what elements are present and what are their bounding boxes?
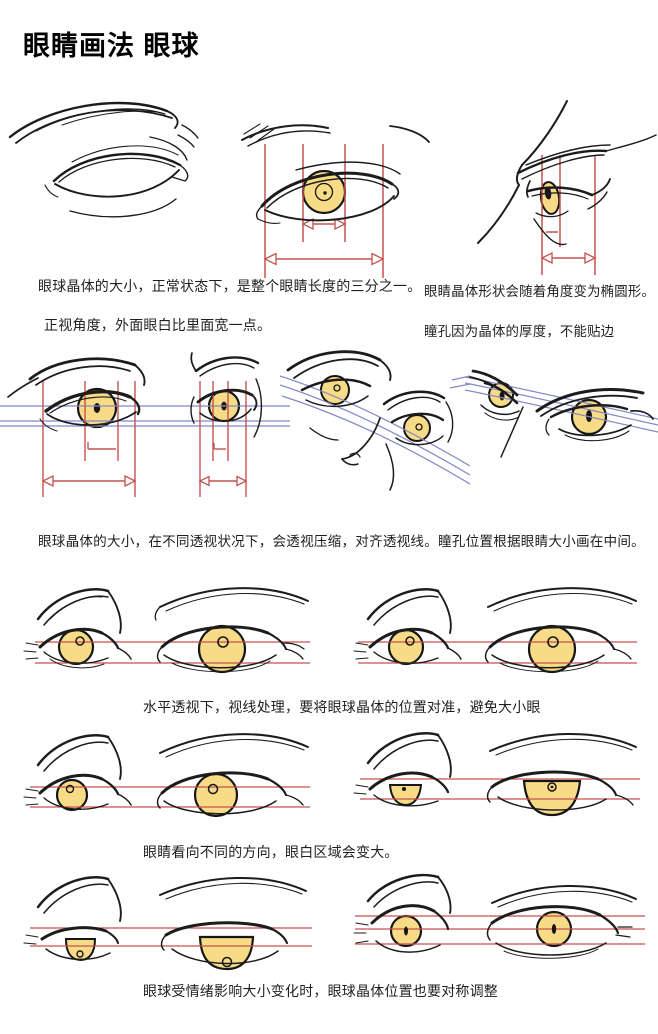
eyeline-guides-red	[355, 915, 645, 945]
figure-eye-outline-sketch	[8, 101, 199, 218]
figure-wide-open-pair	[353, 873, 645, 959]
caption-gaze-direction: 眼睛看向不同的方向，眼白区域会变大。	[143, 844, 399, 860]
pupils	[76, 950, 233, 968]
pupils	[405, 636, 559, 648]
perspective-lines-blue	[0, 405, 290, 427]
caption-pupil-edge: 瞳孔因为晶体的厚度，不能贴边	[424, 324, 615, 339]
eyes-and-nose-line-art	[286, 350, 454, 491]
eyes-line-art	[353, 732, 637, 811]
figure-level-gaze-pair-right	[353, 587, 637, 674]
caption-horizontal-perspective: 水平透视下，视线处理，要将眼球晶体的位置对准，避免大小眼	[143, 699, 541, 715]
page-title: 眼睛画法 眼球	[23, 31, 200, 61]
eyebrow	[8, 101, 199, 148]
figure-three-quarter-down-view	[280, 350, 470, 491]
eye-outline	[44, 136, 189, 218]
pupils	[404, 924, 557, 936]
figure-gaze-side-pair	[23, 733, 310, 818]
eyes-line-art	[7, 352, 263, 438]
pupils	[65, 783, 219, 795]
figure-eye-front-iris-measurement	[241, 123, 430, 278]
figure-lowered-lid-pair	[23, 876, 312, 971]
eyes-line-art	[353, 587, 637, 673]
eyes-line-art	[469, 369, 654, 458]
pupils	[402, 782, 557, 792]
arrowheads	[41, 474, 248, 488]
figure-perspective-pair-measured	[0, 352, 290, 497]
caption-front-angle: 正视角度，外面眼白比里面宽一点。	[44, 317, 272, 333]
eyes-line-art	[353, 873, 637, 959]
profile-line-art	[477, 100, 657, 246]
figure-eye-profile-measurement	[477, 100, 657, 275]
caption-emotion: 眼球受情绪影响大小变化时，眼球晶体位置也要对称调整	[143, 983, 498, 999]
irises	[387, 624, 577, 674]
figure-gaze-down-pair	[353, 732, 640, 817]
figure-glaring-eyes-perspective	[465, 369, 658, 458]
irises	[388, 779, 582, 817]
irises	[320, 375, 431, 442]
irises	[57, 624, 247, 674]
eyes-line-art	[23, 733, 309, 815]
arrowheads	[263, 217, 385, 266]
caption-perspective: 眼球晶体的大小，在不同透视状况下，会透视压缩，对齐透视线。瞳孔位置根据眼睛大小画…	[38, 534, 645, 549]
arrowheads	[540, 251, 597, 265]
caption-lens-size: 眼球晶体的大小，正常状态下，是整个眼睛长度的三分之一。	[38, 278, 422, 294]
eyes-line-art	[23, 587, 309, 673]
perspective-curves-blue	[280, 375, 470, 485]
eye-line-art	[241, 123, 430, 224]
pupils	[75, 636, 229, 648]
caption-lens-shape: 眼睛晶体形状会随着角度变为椭圆形。	[424, 284, 656, 299]
eyes-line-art	[23, 876, 307, 965]
figure-level-gaze-pair-left	[23, 587, 310, 674]
